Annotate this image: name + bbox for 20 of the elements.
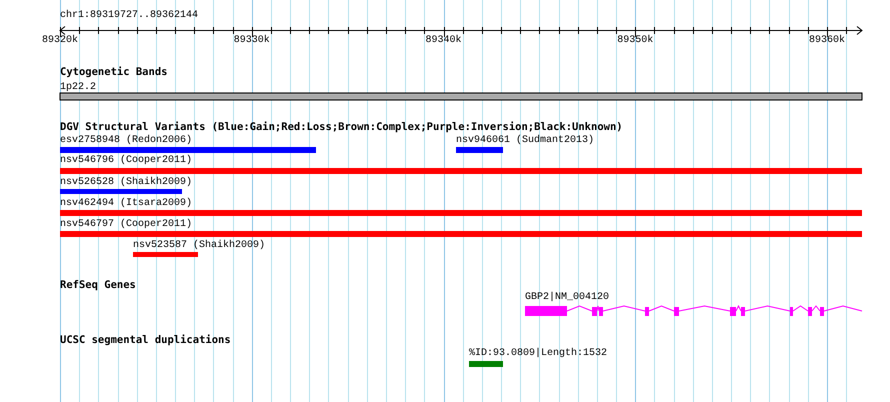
variant-label: nsv526528 (Shaikh2009) <box>60 177 192 188</box>
tick-label: 89340k <box>426 35 462 46</box>
variant-label: nsv462494 (Itsara2009) <box>60 198 192 209</box>
variant-label: esv2758948 (Redon2006) <box>60 135 192 146</box>
tick-label: 89320k <box>42 35 78 46</box>
gene-label: GBP2|NM_004120 <box>525 292 610 303</box>
tick-label: 89350k <box>617 35 654 46</box>
duplication-label: %ID:93.0809|Length:1532 <box>469 348 608 359</box>
variant-label: nsv546796 (Cooper2011) <box>60 155 192 166</box>
track-title: UCSC segmental duplications <box>60 335 231 346</box>
coordinate-range-text: chr1:89319727..89362144 <box>60 10 198 21</box>
track-title: DGV Structural Variants (Blue:Gain;Red:Loss;Brown:Complex;Purple:Inversion;Black:Unknown) <box>60 122 623 133</box>
tick-label: 89360k <box>809 35 846 46</box>
variant-label: nsv523587 (Shaikh2009) <box>133 240 266 251</box>
tick-label: 89330k <box>234 35 270 46</box>
variant-label: nsv546797 (Cooper2011) <box>60 219 192 230</box>
variant-label: nsv946061 (Sudmant2013) <box>456 135 594 146</box>
track-title: Cytogenetic Bands <box>60 67 168 78</box>
band-label: 1p22.2 <box>60 82 96 93</box>
track-title: RefSeq Genes <box>60 280 136 291</box>
